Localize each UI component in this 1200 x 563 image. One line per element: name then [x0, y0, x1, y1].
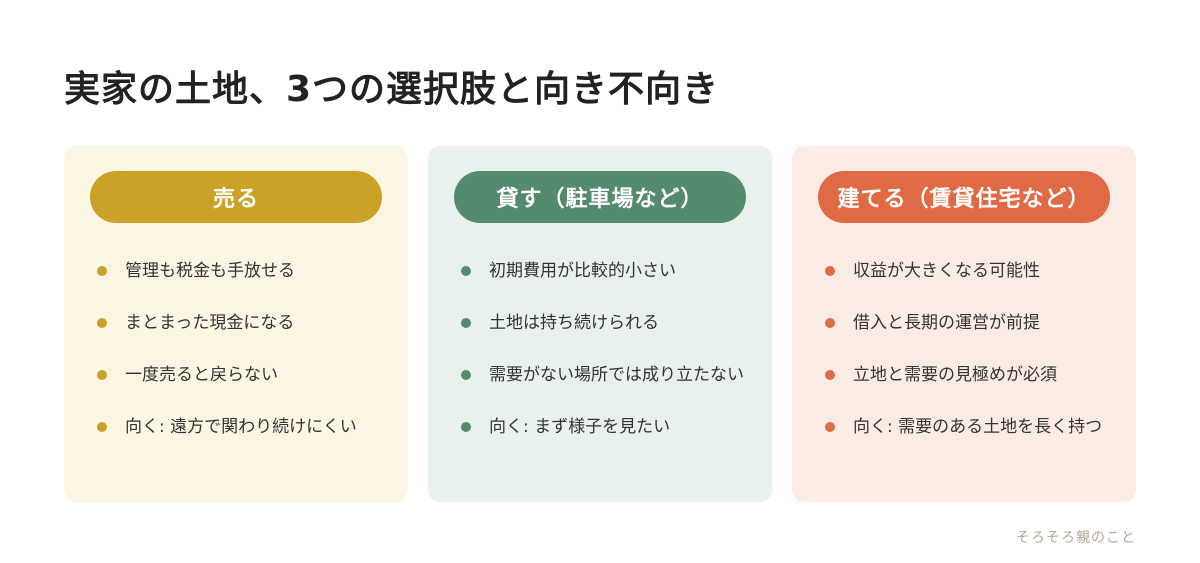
list-item: 需要がない場所では成り立たない [461, 359, 746, 391]
list-item: 向く: 遠方で関わり続けにくい [97, 411, 382, 443]
bullet-dot [97, 422, 107, 432]
list-item-text: 向く: 遠方で関わり続けにくい [125, 417, 357, 437]
list-item-text: 管理も税金も手放せる [125, 261, 295, 281]
card-lease: 貸す（駐車場など） 初期費用が比較的小さい 土地は持ち続けられる 需要がない場所… [428, 146, 772, 502]
list-item: 初期費用が比較的小さい [461, 255, 746, 287]
list-item: 借入と長期の運営が前提 [825, 307, 1110, 339]
list-item-text: 一度売ると戻らない [125, 365, 278, 385]
card-sell-list: 管理も税金も手放せる まとまった現金になる 一度売ると戻らない 向く: 遠方で関… [90, 255, 382, 443]
card-sell: 売る 管理も税金も手放せる まとまった現金になる 一度売ると戻らない 向く: 遠… [64, 146, 408, 502]
bullet-dot [97, 266, 107, 276]
bullet-dot [825, 370, 835, 380]
list-item-text: 立地と需要の見極めが必須 [853, 365, 1057, 385]
list-item-text: 収益が大きくなる可能性 [853, 261, 1040, 281]
list-item-text: 初期費用が比較的小さい [489, 261, 676, 281]
list-item-text: 土地は持ち続けられる [489, 313, 659, 333]
bullet-dot [825, 422, 835, 432]
list-item: 収益が大きくなる可能性 [825, 255, 1110, 287]
bullet-dot [461, 370, 471, 380]
card-build-list: 収益が大きくなる可能性 借入と長期の運営が前提 立地と需要の見極めが必須 向く:… [818, 255, 1110, 443]
list-item: 向く: まず様子を見たい [461, 411, 746, 443]
list-item: まとまった現金になる [97, 307, 382, 339]
page-title: 実家の土地、3つの選択肢と向き不向き [64, 69, 720, 110]
brand-credit: そろそろ親のこと [1016, 530, 1136, 546]
list-item-text: 向く: まず様子を見たい [489, 417, 671, 437]
list-item: 一度売ると戻らない [97, 359, 382, 391]
bullet-dot [825, 266, 835, 276]
bullet-dot [461, 422, 471, 432]
card-lease-list: 初期費用が比較的小さい 土地は持ち続けられる 需要がない場所では成り立たない 向… [454, 255, 746, 443]
list-item-text: 借入と長期の運営が前提 [853, 313, 1040, 333]
list-item-text: 需要がない場所では成り立たない [489, 365, 744, 385]
list-item: 土地は持ち続けられる [461, 307, 746, 339]
bullet-dot [461, 318, 471, 328]
list-item: 立地と需要の見極めが必須 [825, 359, 1110, 391]
bullet-dot [461, 266, 471, 276]
card-sell-label: 売る [90, 171, 382, 223]
list-item-text: 向く: 需要のある土地を長く持つ [853, 417, 1103, 437]
bullet-dot [97, 370, 107, 380]
card-build: 建てる（賃貸住宅など） 収益が大きくなる可能性 借入と長期の運営が前提 立地と需… [792, 146, 1136, 502]
list-item: 管理も税金も手放せる [97, 255, 382, 287]
card-build-label: 建てる（賃貸住宅など） [818, 171, 1110, 223]
list-item-text: まとまった現金になる [125, 313, 295, 333]
bullet-dot [825, 318, 835, 328]
card-lease-label: 貸す（駐車場など） [454, 171, 746, 223]
list-item: 向く: 需要のある土地を長く持つ [825, 411, 1110, 443]
option-cards: 売る 管理も税金も手放せる まとまった現金になる 一度売ると戻らない 向く: 遠… [64, 146, 1136, 502]
bullet-dot [97, 318, 107, 328]
